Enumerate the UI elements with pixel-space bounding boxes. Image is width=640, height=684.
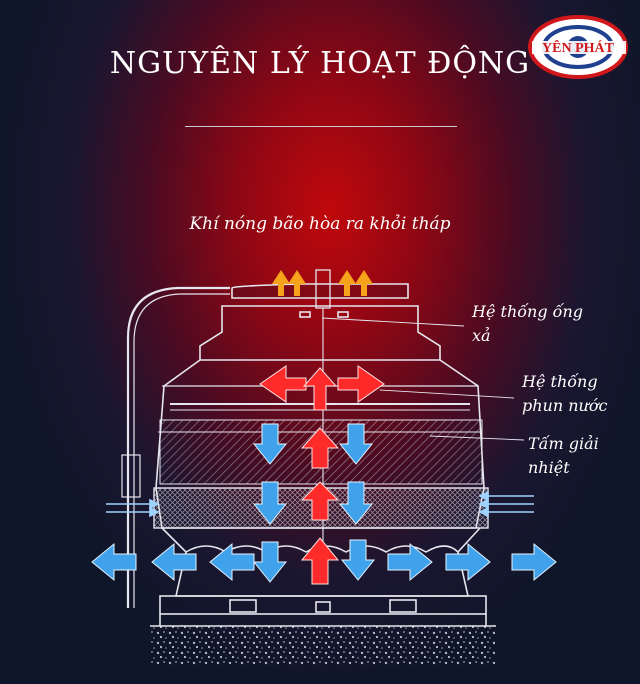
ground-gravel <box>150 624 495 666</box>
air-inlet-arrows <box>106 490 534 518</box>
label-fill-media: Tấm giải nhiệt <box>528 434 599 477</box>
leader-lines <box>321 317 525 441</box>
page-title: NGUYÊN LÝ HOẠT ĐỘNG <box>109 46 531 81</box>
hot-air-arrows <box>259 365 385 585</box>
inlet-pipe <box>126 286 230 608</box>
exhaust-caption: Khí nóng bão hòa ra khỏi tháp <box>189 214 451 234</box>
label-spray-system: Hệ thống phun nước <box>522 372 608 415</box>
exhaust-arrows <box>272 270 373 296</box>
label-exhaust-system: Hệ thống ống xả <box>472 302 583 345</box>
water-flow-arrows <box>91 423 557 583</box>
title-divider <box>185 126 457 127</box>
yen-phat-logo: YÊN PHÁT <box>528 15 628 79</box>
brand-name: YÊN PHÁT <box>542 39 615 56</box>
